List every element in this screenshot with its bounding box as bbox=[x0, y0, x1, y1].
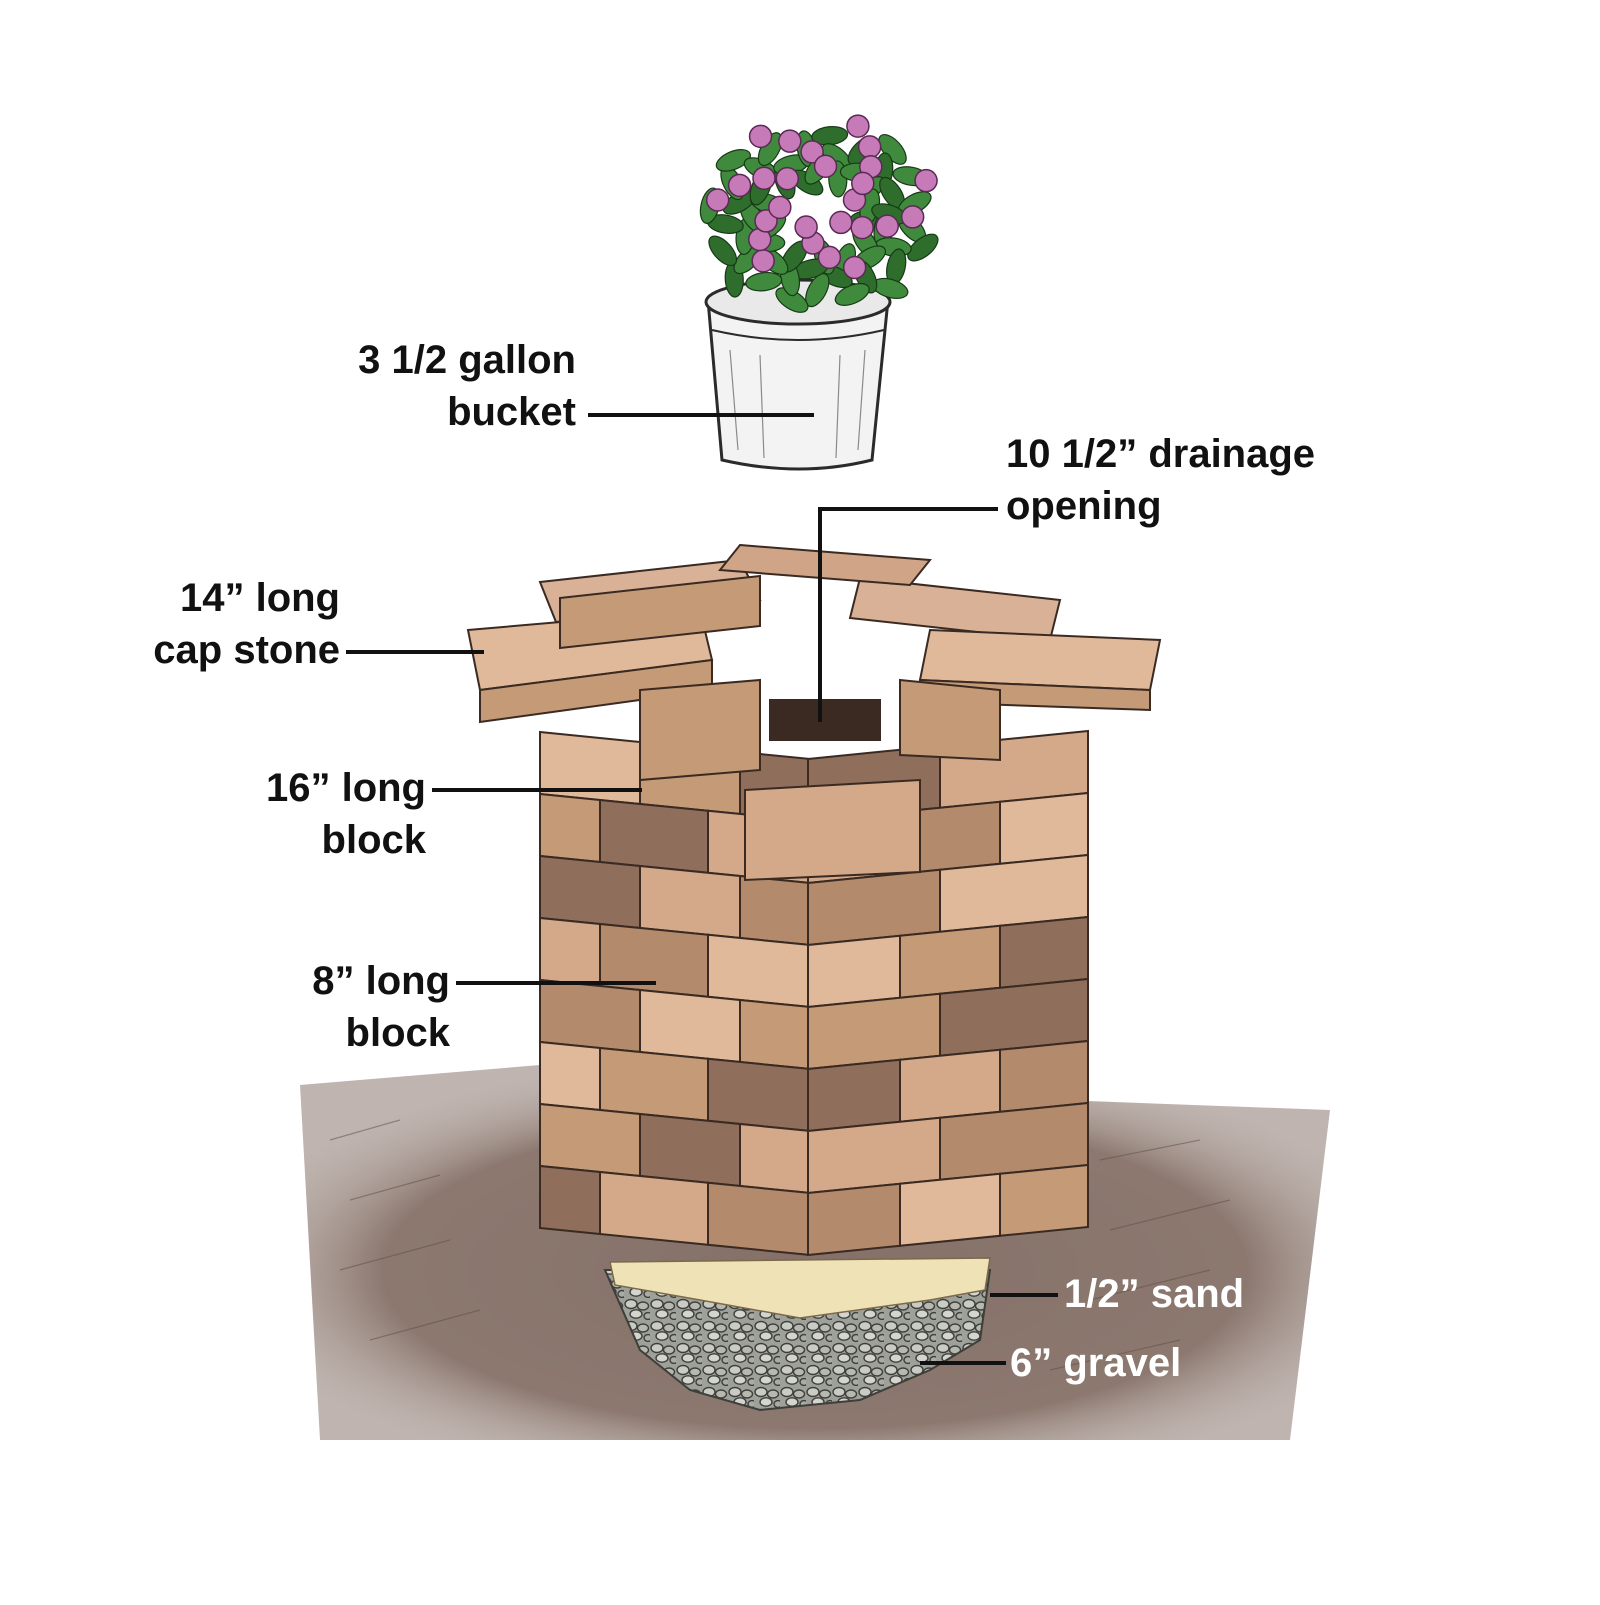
flower bbox=[752, 166, 776, 191]
bucket-with-plant bbox=[699, 114, 939, 471]
pillar-brick bbox=[807, 934, 901, 1009]
brick-pillar bbox=[466, 543, 1162, 1257]
pillar-brick bbox=[639, 678, 761, 782]
pillar-brick bbox=[707, 1181, 809, 1256]
pillar-brick bbox=[539, 792, 601, 864]
pillar-brick bbox=[999, 791, 1089, 865]
sand-label-line1: 1/2” sand bbox=[1064, 1272, 1245, 1316]
pillar-brick bbox=[599, 1170, 709, 1246]
flower bbox=[857, 135, 882, 159]
drainage-leader-line bbox=[818, 507, 998, 511]
flower bbox=[813, 154, 838, 178]
pillar-brick bbox=[599, 922, 709, 998]
gravel-label-line1: 6” gravel bbox=[1010, 1341, 1182, 1385]
flower bbox=[829, 210, 853, 235]
gravel-label: 6” gravel bbox=[1010, 1337, 1181, 1389]
drainage-label-line2: opening bbox=[1006, 484, 1162, 528]
cap-stone-label-line2: cap stone bbox=[153, 628, 340, 672]
pillar-brick bbox=[999, 1039, 1089, 1113]
pillar-brick bbox=[539, 978, 641, 1054]
flower bbox=[768, 195, 792, 220]
pillar-brick bbox=[999, 1163, 1089, 1237]
flower bbox=[748, 124, 773, 149]
cap-stone bbox=[718, 543, 932, 587]
block8-label-line2: block bbox=[345, 1011, 450, 1055]
flower bbox=[850, 215, 874, 240]
pillar-brick bbox=[707, 933, 809, 1008]
bucket-label: 3 1/2 gallon bucket bbox=[358, 334, 576, 438]
cap-stone bbox=[559, 574, 761, 650]
gravel-leader-line bbox=[920, 1361, 1006, 1365]
flower bbox=[778, 129, 802, 153]
pillar-brick bbox=[639, 864, 741, 940]
leaf bbox=[907, 233, 939, 262]
pillar-brick bbox=[744, 778, 921, 882]
flower bbox=[851, 171, 875, 196]
bucket-label-line2: bucket bbox=[447, 390, 576, 434]
pillar-brick bbox=[539, 1164, 601, 1236]
flower bbox=[727, 173, 752, 198]
footing bbox=[603, 1257, 992, 1412]
flower bbox=[751, 249, 775, 273]
pillar-brick bbox=[899, 1172, 1001, 1247]
pillar-brick bbox=[707, 1057, 809, 1132]
drainage-label: 10 1/2” drainage opening bbox=[1006, 428, 1315, 532]
pillar-brick bbox=[639, 988, 741, 1064]
block16-label: 16” long block bbox=[266, 762, 426, 866]
pillar-brick bbox=[999, 915, 1089, 989]
flower bbox=[705, 188, 730, 212]
bucket-label-line1: 3 1/2 gallon bbox=[358, 338, 576, 382]
leaf bbox=[715, 149, 751, 172]
flower bbox=[846, 114, 870, 138]
pillar-brick bbox=[599, 1046, 709, 1122]
pillar-brick bbox=[807, 1182, 901, 1257]
bucket-leader-line bbox=[588, 413, 814, 417]
flower bbox=[817, 245, 842, 270]
flower bbox=[900, 205, 925, 229]
leaf bbox=[708, 235, 738, 267]
flower bbox=[800, 140, 824, 164]
pillar-brick bbox=[899, 678, 1001, 762]
pillar-brick bbox=[599, 798, 709, 874]
block16-label-line1: 16” long bbox=[265, 766, 426, 810]
cap-stone-leader-line bbox=[346, 650, 484, 654]
sand-label: 1/2” sand bbox=[1064, 1268, 1244, 1320]
cap-stone-label: 14” long cap stone bbox=[153, 572, 340, 676]
block16-label-line2: block bbox=[321, 818, 426, 862]
block8-label: 8” long block bbox=[312, 955, 450, 1059]
block8-label-line1: 8” long bbox=[312, 959, 450, 1003]
sand-leader-line bbox=[990, 1293, 1058, 1297]
drainage-label-line1: 10 1/2” drainage bbox=[1006, 432, 1316, 476]
flower bbox=[842, 255, 867, 280]
pillar-brick bbox=[539, 916, 601, 988]
leaf bbox=[745, 271, 783, 292]
pillar-brick bbox=[539, 730, 641, 806]
pillar-brick bbox=[899, 1048, 1001, 1123]
block8-leader-line bbox=[456, 981, 656, 985]
pillar-brick bbox=[739, 874, 809, 946]
pillar-brick bbox=[739, 998, 809, 1070]
drainage-leader-drop bbox=[818, 507, 822, 722]
pillar-brick bbox=[539, 1040, 601, 1112]
pillar-brick bbox=[899, 924, 1001, 999]
pillar-brick bbox=[539, 1102, 641, 1178]
cap-stone-label-line1: 14” long bbox=[179, 576, 340, 620]
pillar-brick bbox=[639, 1112, 741, 1188]
drainage-opening bbox=[769, 699, 881, 741]
leaf bbox=[805, 273, 830, 308]
flower bbox=[775, 166, 800, 191]
pillar-brick bbox=[539, 854, 641, 930]
block16-leader-line bbox=[432, 788, 642, 792]
flower bbox=[914, 168, 938, 193]
pillar-brick bbox=[739, 1122, 809, 1194]
flower bbox=[794, 215, 818, 239]
flower bbox=[875, 214, 899, 238]
pillar-brick bbox=[807, 1058, 901, 1133]
